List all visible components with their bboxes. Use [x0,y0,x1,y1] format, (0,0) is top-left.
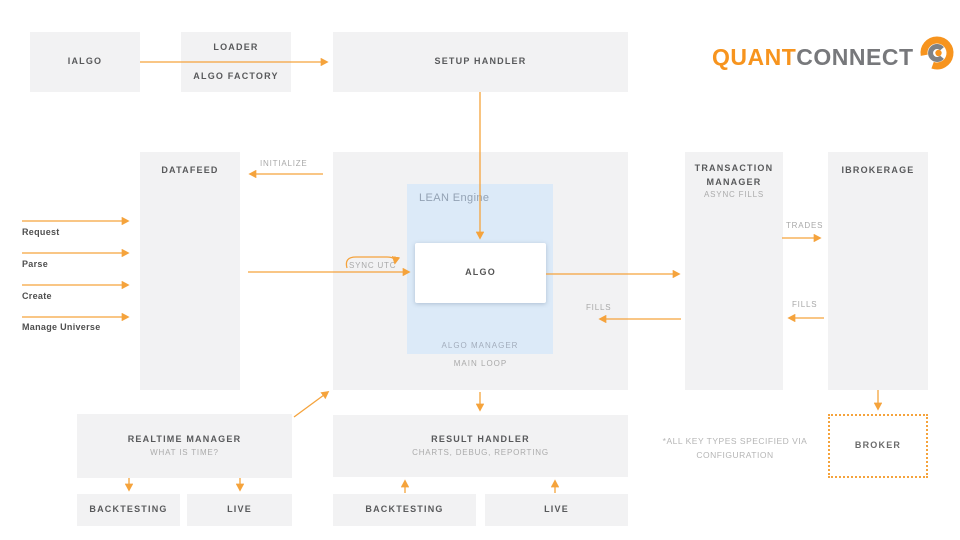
manage-universe-label: Manage Universe [22,322,101,332]
node-loader-algo-factory: LOADER ALGO FACTORY [181,32,291,92]
node-setup-handler-label: SETUP HANDLER [434,56,527,67]
node-algo-label: ALGO [465,267,496,278]
logo-text-quant: QUANT [712,43,797,70]
node-datafeed-label: DATAFEED [161,165,219,175]
node-realtime-manager: REALTIME MANAGER WHAT IS TIME? [77,414,292,478]
transaction-manager-label-line1: TRANSACTION [694,163,774,173]
transaction-manager-subtitle: ASYNC FILLS [704,190,764,199]
realtime-manager-subtitle: WHAT IS TIME? [150,447,219,457]
logo-text-connect: CONNECT [796,43,914,70]
node-datafeed: DATAFEED [140,152,240,390]
configuration-note: *ALL KEY TYPES SPECIFIED VIA CONFIGURATI… [650,435,820,462]
node-algo: ALGO [415,243,546,303]
node-setup-handler: SETUP HANDLER [333,32,628,92]
sync-utc-label: SYNC UTC [349,261,397,270]
node-broker: BROKER [828,414,928,478]
node-backtesting-left: BACKTESTING [77,494,180,526]
result-handler-title: RESULT HANDLER [431,434,530,445]
lean-engine-label: LEAN Engine [419,192,490,204]
request-label: Request [22,227,60,237]
quantconnect-swirl-icon [920,36,953,70]
backtesting-left-label: BACKTESTING [89,504,168,515]
trades-label: TRADES [786,221,824,230]
node-loader-label: LOADER [213,41,259,52]
live-left-label: LIVE [227,504,252,515]
fills-outer-label: FILLS [792,300,818,309]
node-backtesting-center: BACKTESTING [333,494,476,526]
configuration-note-line1: *ALL KEY TYPES SPECIFIED VIA [662,436,808,446]
result-handler-subtitle: CHARTS, DEBUG, REPORTING [412,447,549,457]
create-label: Create [22,291,52,301]
parse-label: Parse [22,259,49,269]
fills-inner-label: FILLS [586,303,612,312]
node-ibrokerage-label: IBROKERAGE [841,165,915,175]
node-algo-factory-label: ALGO FACTORY [193,71,279,81]
realtime-manager-title: REALTIME MANAGER [127,434,242,445]
node-live-center: LIVE [485,494,628,526]
backtesting-center-label: BACKTESTING [365,504,444,515]
configuration-note-line2: CONFIGURATION [696,449,774,460]
node-broker-label: BROKER [854,440,902,451]
transaction-manager-label-line2: MANAGER [706,176,762,187]
node-ialgo: IALGO [30,32,140,92]
algo-manager-label: ALGO MANAGER [441,341,519,350]
node-live-left: LIVE [187,494,292,526]
initialize-label: INITIALIZE [260,159,308,168]
node-ialgo-label: IALGO [67,56,103,67]
node-result-handler: RESULT HANDLER CHARTS, DEBUG, REPORTING [333,415,628,477]
main-loop-label: MAIN LOOP [453,359,508,368]
node-transaction-manager: TRANSACTION MANAGER ASYNC FILLS [685,152,783,390]
live-center-label: LIVE [544,504,569,515]
arrow-realtime-to-engine [293,391,330,418]
node-ibrokerage: IBROKERAGE [828,152,928,390]
